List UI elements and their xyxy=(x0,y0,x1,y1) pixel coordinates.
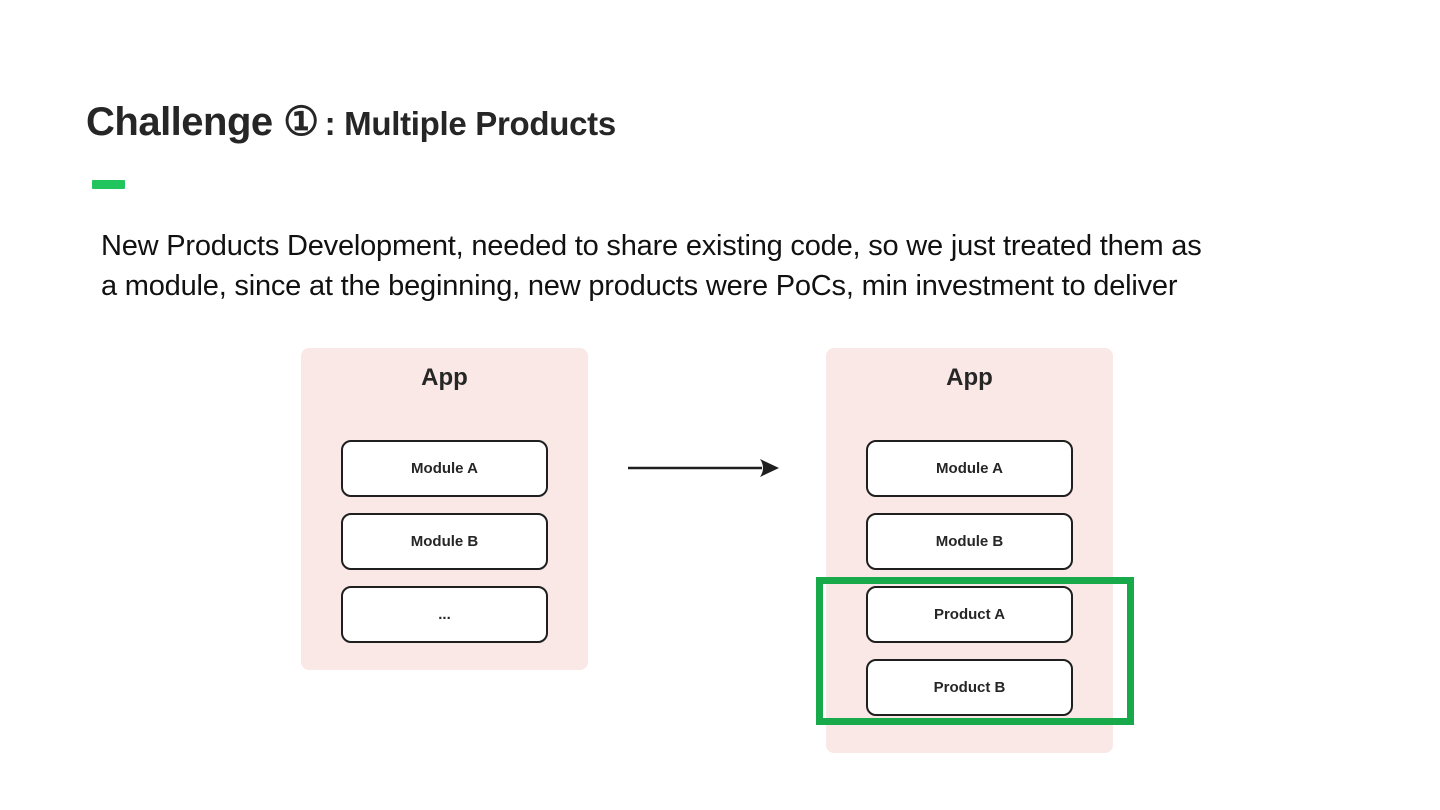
body-line-2: a module, since at the beginning, new pr… xyxy=(101,270,1178,302)
app-after-title: App xyxy=(946,364,993,391)
right-arrow-icon xyxy=(628,459,779,477)
highlight-rect xyxy=(816,577,1134,725)
slide-body-paragraph: New Products Development, needed to shar… xyxy=(101,226,1371,306)
module-box-a-after: Module A xyxy=(866,440,1073,497)
module-box-a-before: Module A xyxy=(341,440,548,497)
slide-title-main: Challenge ① xyxy=(86,100,319,144)
slide-title-sub: : Multiple Products xyxy=(324,105,617,142)
module-box-ellipsis: ... xyxy=(341,586,548,643)
slide-title: Challenge ①: Multiple Products xyxy=(86,98,616,148)
transition-arrow xyxy=(626,455,782,481)
product-box-b: Product B xyxy=(866,659,1073,716)
accent-dash xyxy=(92,180,125,189)
product-box-a: Product A xyxy=(866,586,1073,643)
app-container-after: App Module A Module B Product A Product … xyxy=(826,348,1113,753)
app-before-title: App xyxy=(421,364,468,391)
body-line-1: New Products Development, needed to shar… xyxy=(101,230,1202,262)
module-box-b-after: Module B xyxy=(866,513,1073,570)
module-box-b-before: Module B xyxy=(341,513,548,570)
app-container-before: App Module A Module B ... xyxy=(301,348,588,670)
